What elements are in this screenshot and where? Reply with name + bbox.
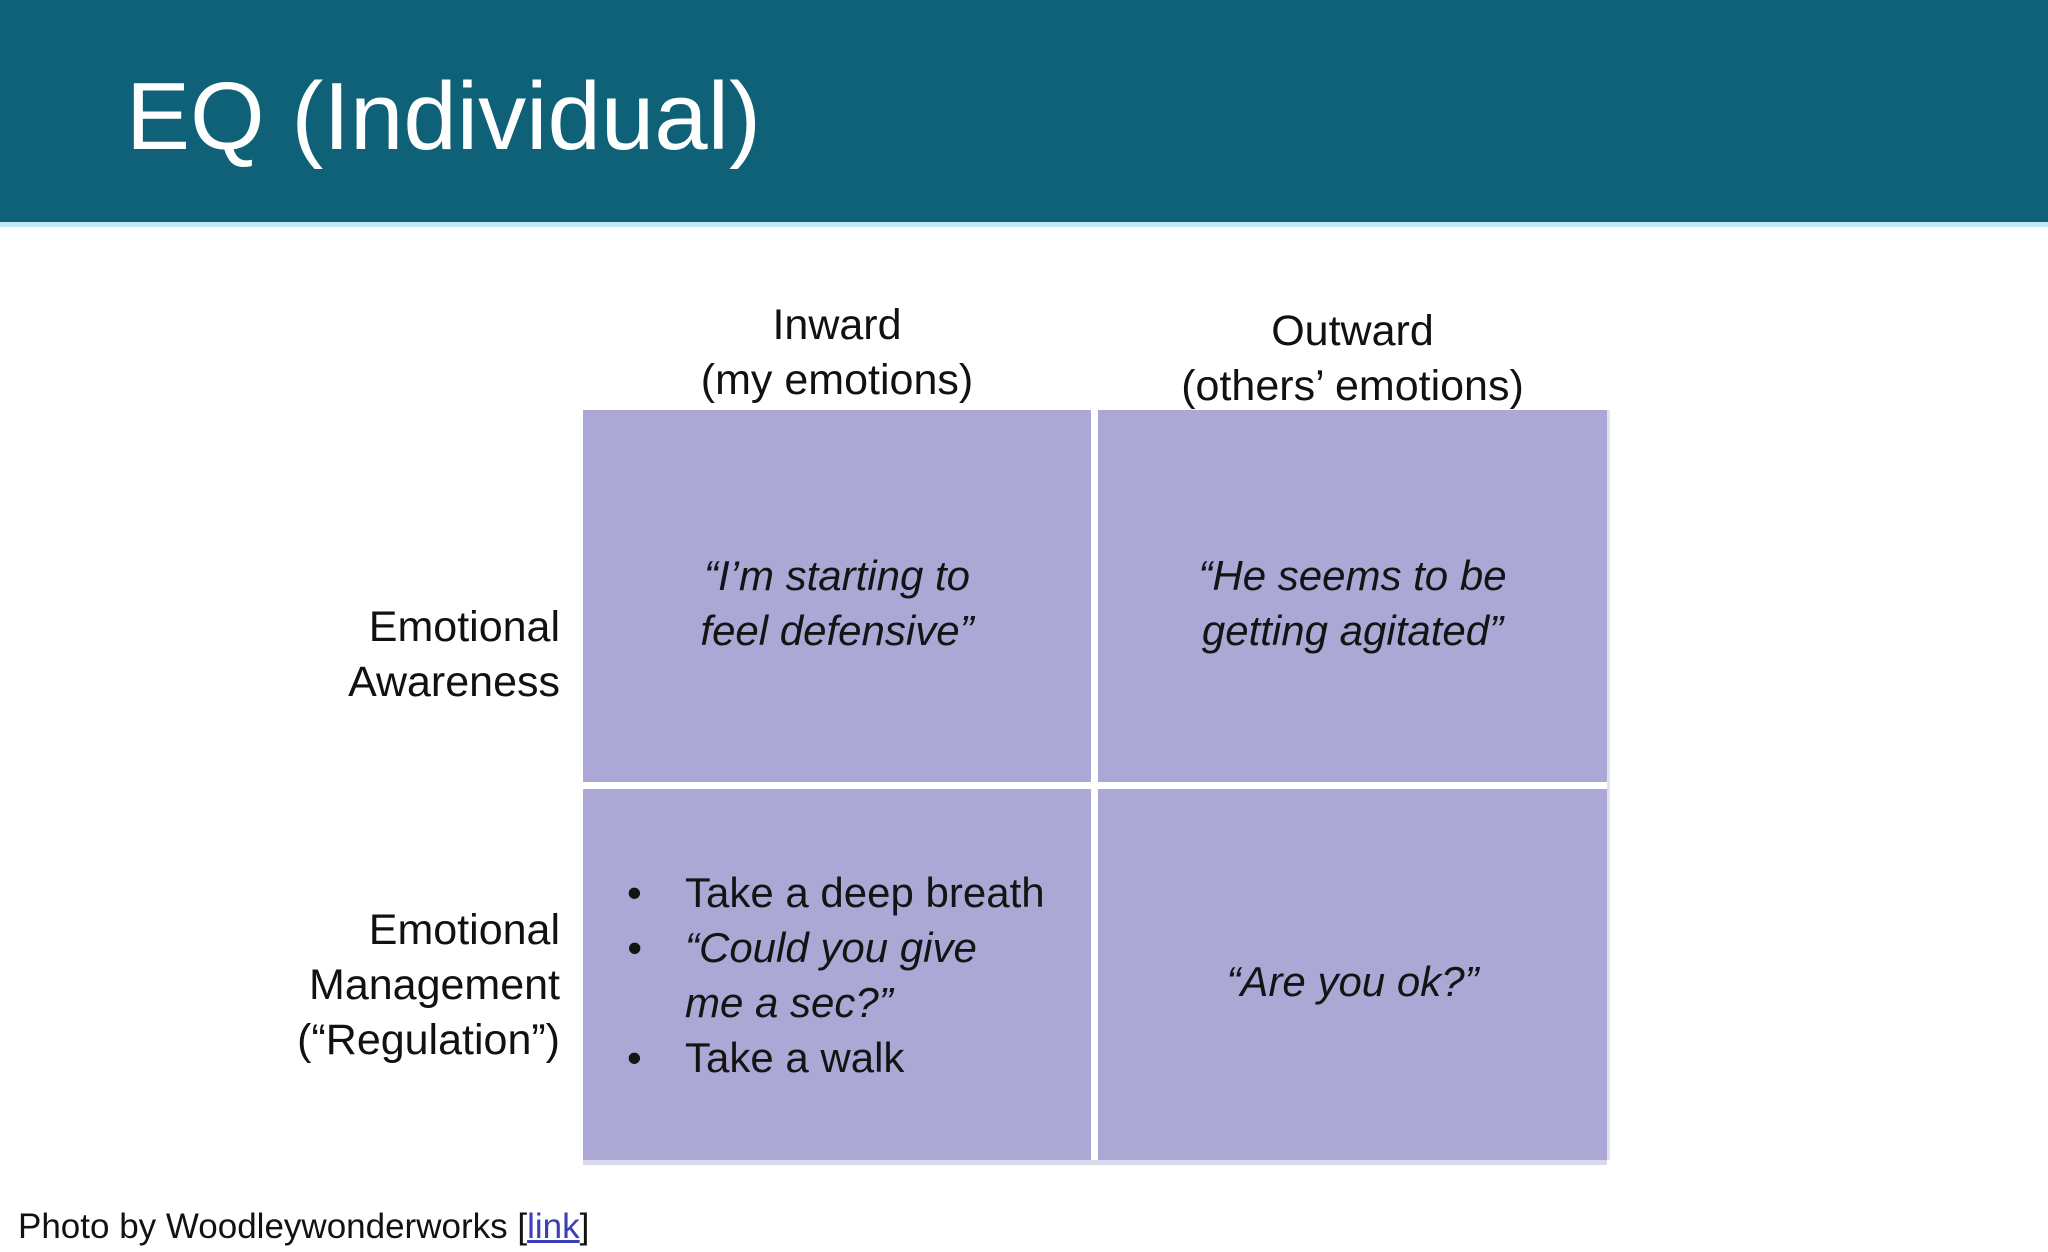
management-inward-list: Take a deep breath “Could you give me a … [583,865,1045,1085]
quote-awareness-inward: “I’m starting to feel defensive” [700,552,974,654]
bullet-item: Take a deep breath [627,865,1045,920]
photo-credit: Photo by Woodleywonderworks [link] [18,1206,589,1248]
close-bracket: ] [579,1207,590,1246]
column-header-inward: Inward (my emotions) [700,301,974,404]
slide-title: EQ (Individual) [126,63,761,170]
cell-management-outward: “Are you ok?” [1098,789,1607,1160]
quote-awareness-outward: “He seems to be getting agitated” [1198,552,1507,654]
photo-credit-text: Photo by Woodleywonderworks [18,1207,518,1246]
row-header-emotional-awareness: Emotional Awareness [348,603,560,706]
photo-credit-link[interactable]: link [527,1207,580,1246]
quote-management-outward: “Are you ok?” [1226,958,1479,1005]
eq-matrix: “I’m starting to feel defensive” “He see… [583,410,1607,1160]
cell-awareness-outward: “He seems to be getting agitated” [1098,410,1607,782]
header-bar: EQ (Individual) [0,0,2048,227]
row-header-emotional-management: Emotional Management (“Regulation”) [297,906,560,1064]
cell-management-inward: Take a deep breath “Could you give me a … [583,789,1091,1160]
cell-awareness-inward: “I’m starting to feel defensive” [583,410,1091,782]
bullet-item: Take a walk [627,1030,1045,1085]
column-header-outward: Outward (others’ emotions) [1181,307,1524,410]
bullet-item: “Could you give me a sec?” [627,920,1045,1030]
open-bracket: [ [517,1207,528,1246]
